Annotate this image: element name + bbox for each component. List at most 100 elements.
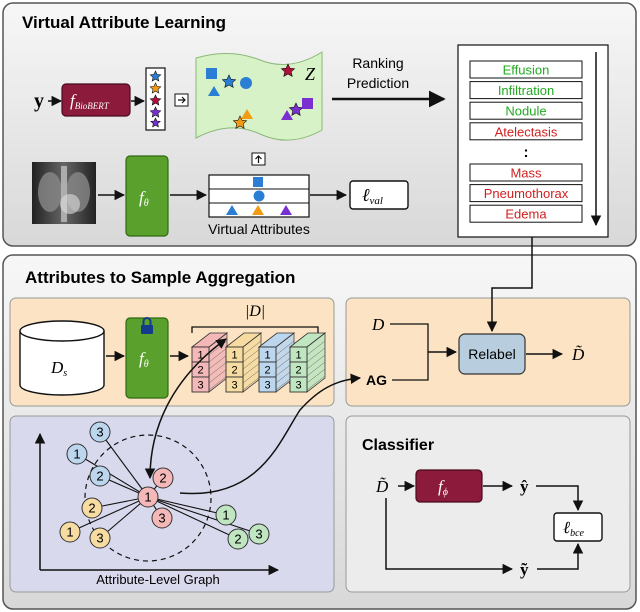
- tensor-cell-label: 2: [231, 365, 237, 377]
- graph-node-label: 3: [255, 527, 262, 542]
- ranking-prediction-label-line2: Prediction: [347, 75, 409, 91]
- graph-node-label: 2: [96, 469, 103, 484]
- classifier-subpanel: [345, 415, 631, 593]
- biobert-encoder-box: [61, 83, 131, 117]
- graph-node-label: 2: [234, 532, 241, 547]
- ranking-item-label: Mass: [510, 166, 542, 181]
- f-theta-encoder-box: [125, 155, 169, 237]
- ranking-item-label: Edema: [505, 207, 547, 222]
- ranking-item-label: :: [524, 144, 529, 161]
- graph-edge: [99, 431, 149, 498]
- graph-node-center: 1: [137, 486, 159, 508]
- tensor-cell-label: 1: [231, 350, 237, 362]
- ranking-prediction-label-line1: Ranking: [352, 55, 403, 71]
- biobert-encoder-label: fBioBERT: [70, 91, 110, 111]
- latent-space-shape-icons: [206, 63, 313, 129]
- virtual-attributes-table: [208, 174, 310, 218]
- graph-to-ag-arrow: [179, 373, 362, 495]
- ranking-item-label: Nodule: [505, 104, 546, 119]
- ranking-item: Edema: [469, 204, 583, 223]
- tensor-cell-label: 2: [197, 365, 203, 377]
- prediction-y-hat: ŷ: [520, 477, 529, 496]
- neighborhood-circle: [84, 434, 212, 562]
- graph-node-label: 3: [96, 531, 103, 546]
- loss-val-label: ℓval: [362, 185, 383, 207]
- f-theta-encoder-label: fθ: [139, 188, 149, 209]
- graph-edge: [76, 453, 149, 498]
- f-phi-classifier-label: fϕ: [438, 477, 448, 498]
- graph-node-label: 1: [144, 490, 151, 505]
- dataset-cylinder-icon: [19, 320, 105, 396]
- virtual-attribute-title: Virtual Attribute Learning: [22, 13, 226, 32]
- loss-bce-label: ℓbce: [563, 518, 585, 539]
- graph-node: 2: [227, 528, 249, 550]
- latent-space-z: [195, 51, 323, 141]
- graph-node-label: 1: [73, 447, 80, 462]
- tensor-to-graph-arrow: [144, 338, 227, 480]
- latent-space-z-label: Z: [305, 64, 316, 84]
- ranking-item-label: Effusion: [503, 63, 550, 78]
- tensor-cell-label: 1: [264, 350, 270, 362]
- classifier-input-d-tilde: D̃: [375, 477, 389, 496]
- tensor-cell-label: 3: [231, 380, 237, 392]
- graph-node-label: 1: [222, 508, 229, 523]
- graph-node: 2: [89, 465, 111, 487]
- dataset-cardinality-label: |D|: [245, 303, 265, 320]
- graph-node: 3: [151, 507, 173, 529]
- relabel-output-d-tilde: D̃: [571, 345, 585, 364]
- graph-node: 3: [248, 523, 270, 545]
- ranking-item: Effusion: [469, 60, 583, 79]
- ranking-item: Infiltration: [469, 81, 583, 100]
- tensor-cell-label: 1: [295, 350, 301, 362]
- target-y-tilde: ỹ: [520, 560, 529, 579]
- ranking-item: :: [524, 144, 529, 161]
- graph-node-label: 2: [88, 501, 95, 516]
- relabel-box-label: Relabel: [468, 346, 515, 362]
- virtual-attributes-label: Virtual Attributes: [208, 221, 310, 237]
- aggregation-title: Attributes to Sample Aggregation: [25, 268, 295, 287]
- graph-node-label: 3: [96, 425, 103, 440]
- graph-node: 3: [89, 527, 111, 549]
- graph-edge: [147, 496, 260, 535]
- graph-node-label: 2: [159, 471, 166, 486]
- tensor-cell-label: 3: [295, 380, 301, 392]
- loss-val-box: [349, 180, 409, 210]
- lock-icon: [141, 317, 153, 334]
- y-input-label: y: [34, 90, 44, 112]
- graph-node: 3: [89, 421, 111, 443]
- graph-node: 2: [152, 467, 174, 489]
- graph-edge: [147, 496, 227, 516]
- graph-edge: [69, 496, 149, 533]
- ranking-item: Atelectasis: [469, 122, 583, 141]
- graph-node-label: 3: [158, 511, 165, 526]
- ranking-item: Mass: [469, 163, 583, 182]
- ranking-item-label: Pneumothorax: [484, 186, 569, 201]
- graph-node: 1: [215, 504, 237, 526]
- graph-node: 1: [66, 443, 88, 465]
- relabel-input-ag: AG: [366, 372, 387, 388]
- graph-edge: [99, 496, 149, 539]
- attribute-graph-axis-label: Attribute-Level Graph: [96, 572, 220, 587]
- loss-bce-box: [553, 512, 603, 542]
- tensor-slice: 123: [288, 332, 327, 393]
- graph-node: 2: [81, 497, 103, 519]
- embedding-star-icons: [149, 70, 162, 128]
- tensor-cell-label: 2: [264, 365, 270, 377]
- tensor-cell-label: 3: [197, 380, 203, 392]
- ranking-item-label: Infiltration: [498, 83, 554, 98]
- graph-node: 1: [59, 521, 81, 543]
- f-phi-classifier-box: [415, 469, 483, 503]
- ranking-item-label: Atelectasis: [495, 124, 558, 139]
- ranking-item: Pneumothorax: [469, 184, 583, 203]
- classifier-title: Classifier: [362, 437, 434, 454]
- graph-node-label: 1: [66, 525, 73, 540]
- tensor-slice: 1 2 3: [224, 332, 263, 393]
- dataset-ds-label: Ds: [50, 358, 67, 379]
- tensor-cell-label: 3: [264, 380, 270, 392]
- chest-xray-image: [32, 162, 96, 224]
- relabel-input-d: D: [371, 315, 385, 334]
- graph-edge: [147, 496, 239, 540]
- relabel-box: [458, 333, 526, 375]
